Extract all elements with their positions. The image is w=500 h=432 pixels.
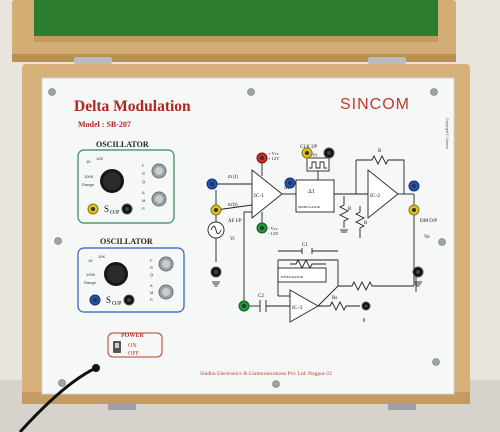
svg-text:F: F <box>150 258 153 263</box>
svg-text:Range: Range <box>84 280 97 285</box>
svg-text:10K: 10K <box>98 254 105 259</box>
svg-text:100K: 100K <box>84 174 94 179</box>
svg-text:OFF: OFF <box>128 351 140 357</box>
hinge-left <box>74 57 112 64</box>
model-label: Model : SB-207 <box>78 120 131 129</box>
cable-grommet <box>92 364 100 372</box>
svg-text:m (t): m (t) <box>228 175 238 180</box>
screw-icon <box>430 88 438 96</box>
oscillator-2-title: OSCILLATOR <box>100 237 153 246</box>
latch-right <box>388 404 416 410</box>
svg-text:R: R <box>142 171 145 176</box>
svg-text:Range: Range <box>82 182 95 187</box>
svg-text:M: M <box>142 198 145 203</box>
svg-text:10K: 10K <box>96 156 103 161</box>
svg-text:m'(t): m'(t) <box>228 203 238 208</box>
company-name: Sindhu Electronics & Communications Pvt.… <box>200 371 332 377</box>
svg-text:Vo: Vo <box>424 235 430 240</box>
panel-screws <box>48 88 446 388</box>
box-front-edge <box>22 392 470 404</box>
svg-text:+ Vcc: + Vcc <box>268 151 279 156</box>
circuit-diagram <box>212 154 417 323</box>
svg-text:R: R <box>364 221 368 226</box>
svg-text:O/P: O/P <box>110 210 120 216</box>
screw-icon <box>54 237 62 245</box>
svg-text:P.: P. <box>150 297 153 302</box>
screw-icon <box>272 380 280 388</box>
svg-text:Q.: Q. <box>142 179 146 184</box>
svg-text:AF I/P: AF I/P <box>228 219 242 224</box>
svg-text:Rs: Rs <box>332 296 337 301</box>
svg-text:O/P: O/P <box>112 301 122 307</box>
brand-logo: SINCOM <box>340 96 410 113</box>
svg-text:ON: ON <box>128 343 137 349</box>
circuit-labels: m (t) m'(t) IC-1 IC-2 IC-3 + Vcc + 12V -… <box>228 145 437 311</box>
svg-text:A: A <box>150 283 153 288</box>
svg-text:IC-1: IC-1 <box>254 193 264 199</box>
svg-text:IC-2: IC-2 <box>370 193 380 199</box>
svg-text:IC-3: IC-3 <box>292 305 302 311</box>
power-cable <box>18 366 97 432</box>
svg-text:R: R <box>378 149 382 154</box>
svg-text:F(t): F(t) <box>311 152 318 157</box>
svg-text:Δ1: Δ1 <box>284 186 290 191</box>
svg-text:1K: 1K <box>86 159 91 164</box>
svg-text:DM O/P: DM O/P <box>420 219 437 224</box>
oscillator-2-block: OSCILLATOR 1K 10K 100K Range F R Q. A M … <box>77 237 185 313</box>
svg-text:Δ1: Δ1 <box>308 189 315 195</box>
screw-icon <box>247 88 255 96</box>
screw-icon <box>58 379 66 387</box>
svg-text:P.: P. <box>142 206 145 211</box>
svg-text:C1: C1 <box>302 243 308 248</box>
svg-text:Q.: Q. <box>150 272 154 277</box>
oscillator-1-block: OSCILLATOR 1K 10K 100K Range F R Q. A M … <box>77 140 175 224</box>
panel-title: Delta Modulation <box>74 98 191 115</box>
svg-text:- Vcc: - Vcc <box>268 226 278 231</box>
circuit-jacks <box>206 147 424 312</box>
hinge-right <box>368 57 406 64</box>
power-title: POWER <box>121 333 144 339</box>
svg-text:S: S <box>104 204 109 214</box>
svg-text:R: R <box>150 265 153 270</box>
svg-text:M: M <box>150 290 153 295</box>
power-block: POWER ON OFF <box>107 332 163 358</box>
svg-text:CLK I/P: CLK I/P <box>300 145 317 150</box>
svg-text:1K: 1K <box>88 258 93 263</box>
screw-icon <box>48 88 56 96</box>
svg-text:100K: 100K <box>86 272 96 277</box>
box-lid <box>12 0 456 62</box>
brand-side-text: Copyright © Sincom <box>445 118 449 149</box>
latch-left <box>108 404 136 410</box>
svg-text:- 12V: - 12V <box>268 231 279 236</box>
svg-text:F: F <box>142 163 145 168</box>
svg-text:+ 12V: + 12V <box>268 156 280 161</box>
svg-text:S: S <box>106 295 111 305</box>
ground-symbols <box>212 229 422 287</box>
svg-text:C2: C2 <box>258 294 264 299</box>
svg-text:Vi: Vi <box>230 237 235 242</box>
svg-text:R: R <box>348 207 352 212</box>
svg-text:MODULATOR: MODULATOR <box>298 205 321 209</box>
svg-text:A: A <box>142 190 145 195</box>
oscillator-1-title: OSCILLATOR <box>96 140 149 149</box>
screw-icon <box>432 358 440 366</box>
screw-icon <box>438 238 446 246</box>
svg-text:INTEGRATOR: INTEGRATOR <box>281 275 304 279</box>
front-panel <box>41 77 455 395</box>
